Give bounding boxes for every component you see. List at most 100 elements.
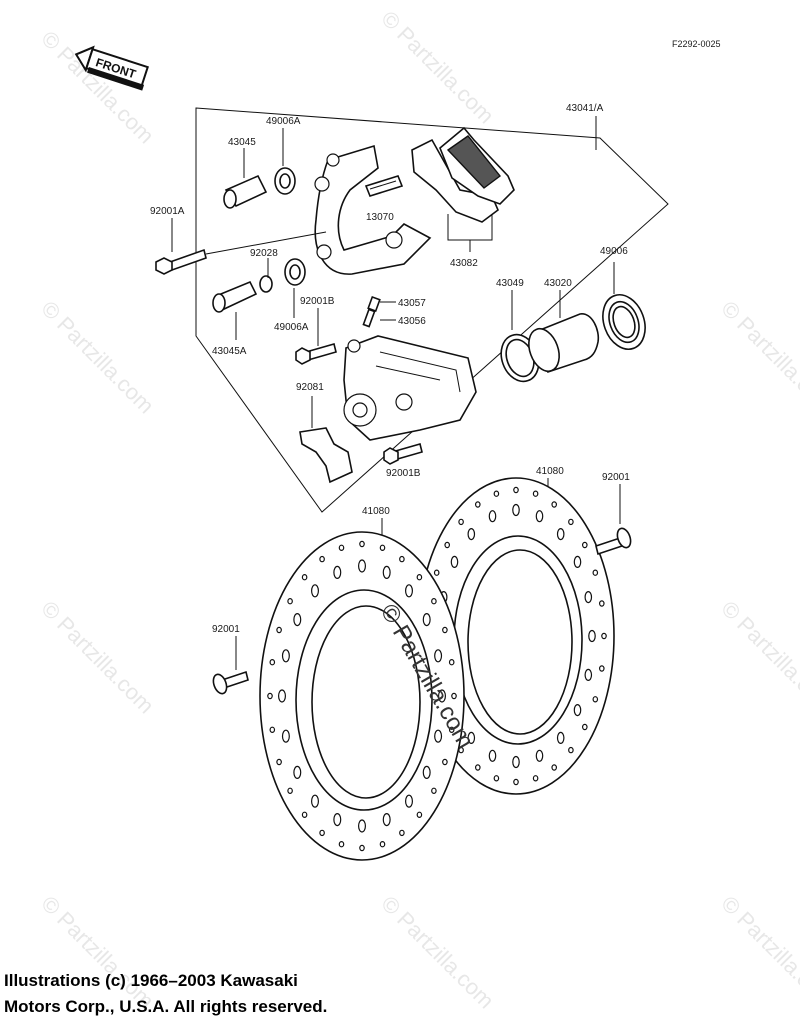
- callout-13070: 13070: [366, 212, 394, 223]
- pad-retainer: [299, 427, 353, 484]
- disc-hole: [405, 794, 414, 808]
- disc-hole: [592, 569, 599, 576]
- disc-hole: [442, 758, 448, 766]
- disc-hole: [338, 544, 345, 552]
- disc-hole: [379, 841, 386, 848]
- disc-hole: [319, 555, 325, 563]
- callout-labels: 43041/A 49006A 43045 13070 43082 92001A …: [150, 103, 630, 635]
- piston: [528, 313, 600, 374]
- caliper-bracket: [314, 144, 432, 275]
- slide-pin: [212, 280, 258, 313]
- disc-hole: [382, 812, 391, 827]
- disc-hole: [467, 527, 476, 541]
- disc-hole: [488, 510, 497, 523]
- caliper-body: [343, 335, 477, 441]
- callout-41080: 41080: [536, 466, 564, 477]
- disc-hole: [269, 726, 276, 734]
- disc-hole: [416, 574, 423, 581]
- disc-hole: [513, 486, 519, 494]
- disc-hole: [448, 726, 455, 734]
- boot: [284, 258, 306, 286]
- callout-92081: 92081: [296, 382, 324, 393]
- disc-holes: [267, 540, 457, 852]
- callout-43056: 43056: [398, 316, 426, 327]
- disc-hole: [434, 729, 443, 743]
- disc-hole: [319, 829, 325, 837]
- disc-hole: [359, 540, 365, 548]
- disc-hole: [448, 659, 455, 666]
- disc-hole: [556, 527, 565, 541]
- disc-hole: [588, 629, 596, 643]
- disc-hole: [474, 764, 481, 771]
- disc-hole: [535, 510, 544, 523]
- sleeve: [259, 275, 273, 293]
- disc-hole: [598, 665, 605, 672]
- disc-hole: [451, 692, 457, 700]
- disc-hole: [532, 775, 539, 782]
- callout-92001A: 92001A: [150, 206, 185, 217]
- disc-hole: [405, 584, 414, 598]
- brake-pads: [411, 126, 515, 223]
- disc-hole: [422, 612, 431, 627]
- disc-hole: [551, 764, 558, 771]
- callout-92001: 92001: [602, 472, 630, 483]
- bolt: [212, 670, 249, 695]
- copyright-notice: Illustrations (c) 1966–2003 Kawasaki Mot…: [4, 968, 564, 1020]
- disc-hole: [581, 541, 588, 549]
- disc-hole: [474, 501, 481, 508]
- disc-hole: [450, 555, 459, 569]
- disc-hole: [358, 819, 367, 833]
- pad-spring: [364, 175, 404, 197]
- disc-hole: [458, 518, 464, 526]
- boot: [274, 167, 296, 195]
- disc-hole: [293, 612, 302, 627]
- disc-hole: [493, 490, 500, 497]
- disc-hole: [512, 503, 520, 517]
- disc-hole: [379, 544, 386, 552]
- disc-hole: [301, 811, 308, 819]
- dust-seal: [602, 294, 646, 350]
- disc-hole: [573, 555, 582, 569]
- bolt: [595, 527, 632, 556]
- disc-hole: [399, 555, 405, 563]
- disc-hole: [281, 649, 290, 663]
- disc-hole: [431, 787, 437, 795]
- callout-43045: 43045: [228, 137, 256, 148]
- disc-hole: [444, 541, 451, 549]
- disc-hole: [359, 844, 365, 852]
- disc-hole: [532, 490, 539, 497]
- disc-hole: [382, 565, 391, 580]
- callout-49006A: 49006A: [266, 116, 301, 127]
- bolt: [295, 343, 337, 365]
- disc-hole: [442, 626, 448, 634]
- callout-43041A: 43041/A: [566, 103, 604, 114]
- brake-disc-right: [417, 477, 615, 795]
- disc-hole: [568, 518, 574, 526]
- disc-hole: [493, 775, 500, 782]
- bolt: [155, 248, 207, 275]
- disc-hole: [269, 659, 276, 666]
- disc-hole: [287, 787, 293, 795]
- disc-hole: [276, 626, 282, 634]
- front-arrow-icon: FRONT: [74, 45, 149, 91]
- callout-92001B: 92001B: [386, 468, 421, 479]
- leader-lines: [235, 116, 621, 670]
- disc-hole: [333, 565, 342, 580]
- disc-hole: [311, 794, 320, 808]
- callout-43049: 43049: [496, 278, 524, 289]
- disc-hole: [598, 600, 605, 607]
- disc-hole: [573, 703, 582, 717]
- disc-hole: [431, 598, 437, 605]
- disc-hole: [416, 811, 423, 819]
- watermark: © Partzilla.com: [716, 596, 800, 719]
- disc-hole: [438, 689, 447, 703]
- disc-hole: [584, 668, 593, 682]
- disc-hole: [568, 746, 574, 754]
- callout-92001: 92001: [212, 624, 240, 635]
- disc-hole: [281, 729, 290, 743]
- disc-hole: [592, 696, 599, 703]
- disc-hole: [276, 758, 282, 766]
- watermark: © Partzilla.com: [716, 296, 800, 419]
- disc-hole: [535, 749, 544, 762]
